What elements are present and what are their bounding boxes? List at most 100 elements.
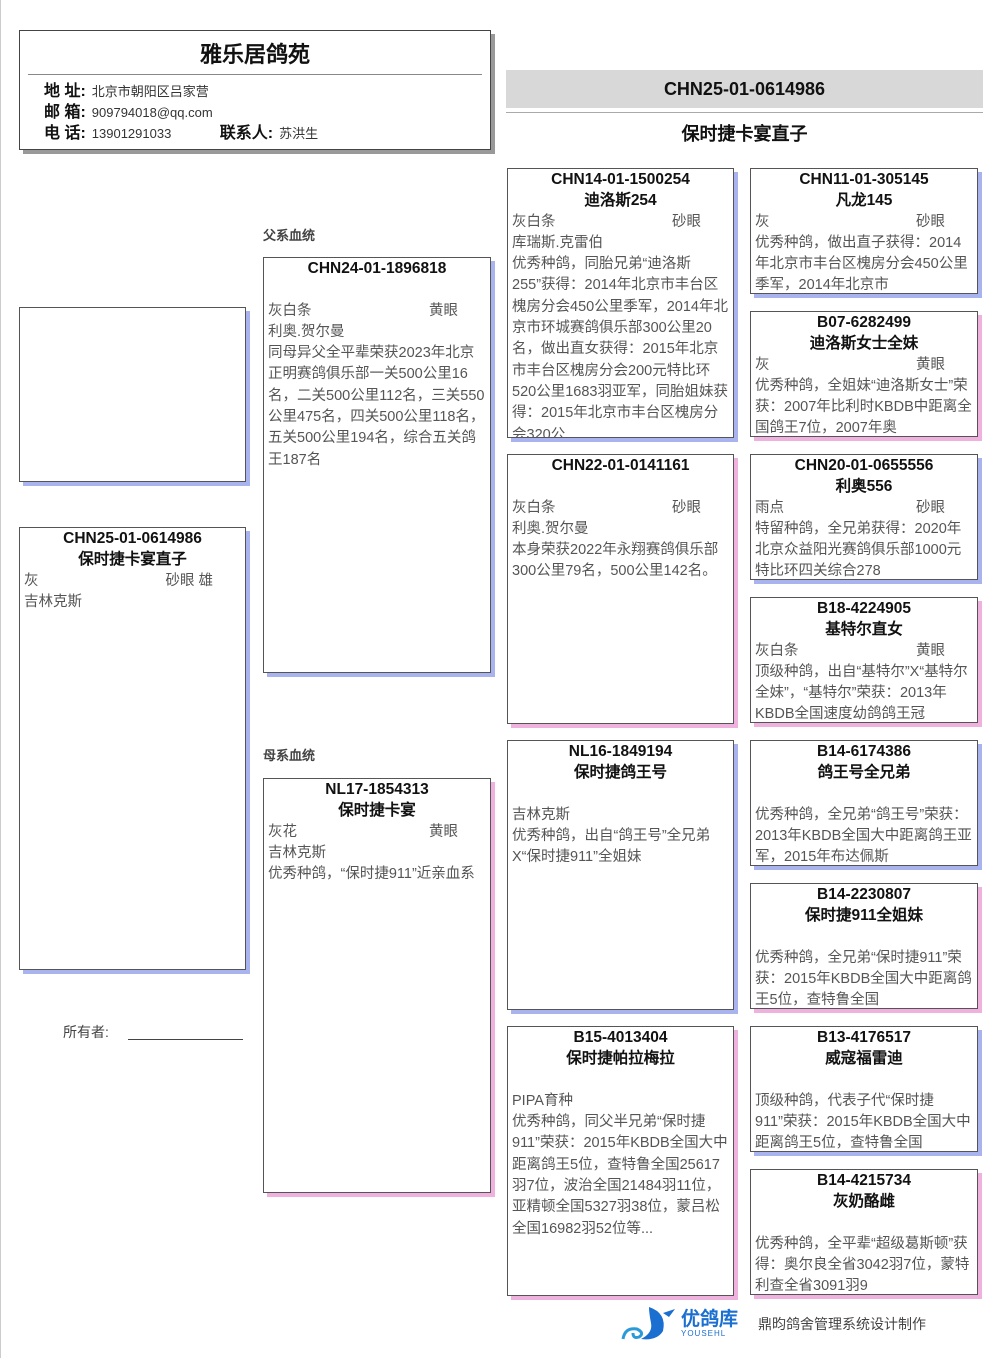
pigeon-name: 灰奶酪雌 [832,1193,895,1211]
pigeon-name: 基特尔直女 [825,621,903,639]
loft-header: 雅乐居鸽苑 地 址: 北京市朝阳区吕家营 邮 箱:909794018@qq.com… [19,30,491,150]
pigeon-description: 优秀种鸽，同父半兄弟“保时捷911”荣获：2015年KBDB全国大中距离鸽王5位… [512,1114,728,1237]
eye-type: 砂眼 [672,213,701,230]
strain: 吉林克斯 [512,806,570,823]
phone-label: 电 话: [44,125,86,142]
color-eye-row: 灰黄眼 [755,355,973,376]
eye-type: 砂眼 [916,499,945,516]
email-line: 邮 箱:909794018@qq.com [44,102,490,123]
pigeon-description: 优秀种鸽，全平辈“超级葛斯顿”获得：奥尔良全省3042羽7位，蒙特利查全省309… [755,1235,970,1295]
address-line: 地 址: 北京市朝阳区吕家营 [44,81,490,102]
blank-line [512,784,729,805]
strain: PIPA育种 [512,1092,573,1109]
pigeon-name: 利奥556 [835,478,893,496]
blank-line [512,1070,729,1091]
plumage-color: 灰花 [268,823,297,840]
eye-type: 砂眼 [916,213,945,230]
color-eye-row: 灰白条砂眼 [512,212,729,233]
dam-line-label: 母系血统 [263,748,316,763]
ring-number: CHN24-01-1896818 [307,260,447,277]
plumage-color: 灰 [24,572,39,589]
plumage-color: 雨点 [755,499,784,516]
address-label: 地 址: [44,83,86,100]
phone-value: 13901291033 [91,126,172,141]
plumage-color: 灰白条 [755,642,799,659]
pigeon-name: 保时捷911全姐妹 [804,907,923,925]
strain: 吉林克斯 [24,593,82,610]
logo-subtext: YOUSEHL [681,1328,727,1338]
ring-number: NL16-1849194 [568,743,673,760]
strain: 吉林克斯 [268,844,326,861]
ring-number: CHN22-01-0141161 [551,457,690,474]
pigeon-description: 优秀种鸽，全兄弟“保时捷911”荣获：2015年KBDB全国大中距离鸽王5位，查… [755,949,972,1009]
address-value: 北京市朝阳区吕家营 [91,84,209,99]
blank-line [755,784,973,805]
pigeon-ring-title: CHN25-01-0614986 [506,70,983,108]
ancestor-card[interactable]: B15-4013404 保时捷帕拉梅拉 PIPA育种优秀种鸽，同父半兄弟“保时捷91… [507,1026,734,1296]
pigeon-description: 优秀种鸽，同胎兄弟“迪洛斯255”获得：2014年北京市丰台区槐房分会450公里… [512,256,728,438]
owner-signature-line [128,1039,243,1040]
pigeon-description: 优秀种鸽，做出直子获得：2014年北京市丰台区槐房分会450公里季军，2014年… [755,234,968,294]
strain: 利奥.贺尔曼 [268,323,345,340]
contact-value: 苏洪生 [279,126,319,141]
color-eye-row: 灰花 黄眼 [268,822,486,843]
ancestor-card[interactable]: B14-2230807 保时捷911全姐妹优秀种鸽，全兄弟“保时捷911”荣获：2… [750,883,978,1009]
pigeon-name: 迪洛斯女士全妹 [809,335,919,353]
ancestor-card[interactable]: CHN20-01-0655556 利奥556 雨点 砂眼特留种鸽，全兄弟获得：2020… [750,454,978,580]
eye-type: 黄眼 [916,642,945,659]
pigeon-name: 保时捷帕拉梅拉 [566,1050,675,1068]
email-label: 邮 箱: [44,104,86,121]
plumage-color: 灰 [755,356,770,373]
strain: 利奥.贺尔曼 [512,520,589,537]
ring-number: B15-4013404 [573,1029,668,1046]
blank-line [755,927,973,948]
plumage-color: 灰 [755,213,770,230]
pigeon-description: 特留种鸽，全兄弟获得：2020年北京众益阳光赛鸽俱乐部1000元特比环四关综合2… [755,520,962,580]
pigeon-description: 优秀种鸽，全姐妹“迪洛斯女士”荣获：2007年比利时KBDB中距离全国鸽王7位，… [755,377,972,437]
ring-number: NL17-1854313 [325,781,429,798]
color-eye-row: 灰白条 黄眼 [755,641,973,662]
ring-number: B14-6174386 [817,743,911,760]
plumage-color: 灰白条 [512,499,556,516]
eye-type: 砂眼 [672,499,701,516]
logo: 优鸽库 YOUSEHL [681,1310,738,1338]
loft-name: 雅乐居鸽苑 [199,42,310,67]
eye-type: 黄眼 [429,302,458,319]
pigeon-description: 顶级种鸽，代表子代“保时捷911”荣获：2015年KBDB全国大中距离鸽王5位，… [755,1092,971,1152]
ring-number: CHN20-01-0655556 [794,457,934,474]
ring-number: B14-4215734 [817,1172,911,1189]
divider [28,74,482,75]
pigeon-name: 鸽王号全兄弟 [817,764,911,782]
ring-number: CHN11-01-305145 [799,171,929,188]
pigeon-name: 保时捷鸽王号 [573,764,667,782]
pigeon-name: 保时捷卡宴直子 [78,551,187,569]
ancestor-card[interactable]: B07-6282499 迪洛斯女士全妹灰黄眼优秀种鸽，全姐妹“迪洛斯女士”荣获：2… [750,311,978,437]
ancestor-card[interactable]: B14-6174386 鸽王号全兄弟优秀种鸽，全兄弟“鸽王号”荣获：2013年KB… [750,740,978,866]
blank-line [268,279,486,300]
pigeon-description: 优秀种鸽，全兄弟“鸽王号”荣获：2013年KBDB全国大中距离鸽王亚军，2015… [755,806,972,866]
pigeon-name: 保时捷卡宴 [338,802,416,820]
ring-number: B07-6282499 [817,314,911,331]
color-eye-row: 灰 砂眼 [755,212,973,233]
color-eye-row: 灰砂眼 雄 [24,571,241,592]
owner-label: 所有者: [63,1024,109,1040]
photo-box [19,307,246,482]
maker-credit: 鼎昀鸽舍管理系统设计制作 [758,1316,927,1332]
ancestor-card[interactable]: B14-4215734 灰奶酪雌优秀种鸽，全平辈“超级葛斯顿”获得：奥尔良全省30… [750,1169,978,1295]
ring-number: B14-2230807 [817,886,911,903]
sire-line-label: 父系血统 [263,228,316,243]
eye-type: 黄眼 [429,823,458,840]
color-eye-row: 灰白条黄眼 [268,301,486,322]
ring-number: CHN14-01-1500254 [551,171,690,188]
blank-line [755,1070,973,1091]
